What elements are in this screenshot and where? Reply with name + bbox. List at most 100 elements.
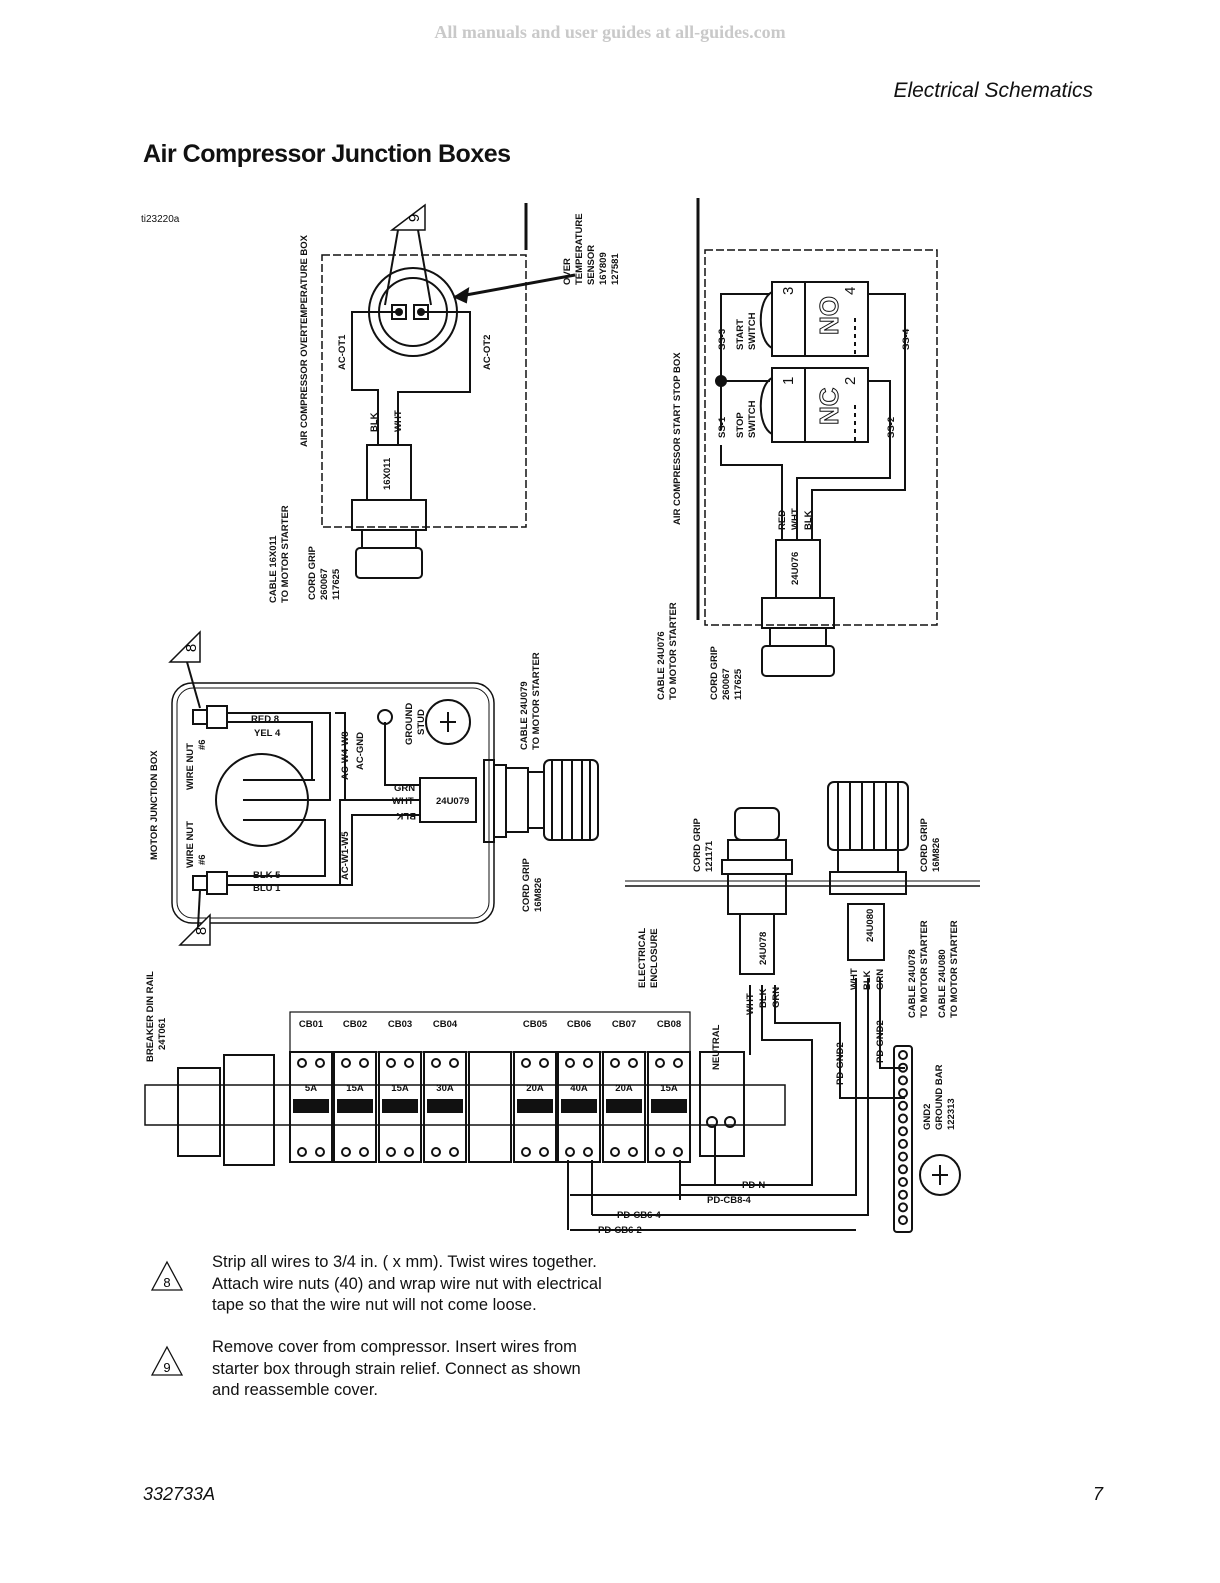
enc-wire-b-wht: WHT — [849, 968, 860, 990]
breaker-body — [557, 1051, 601, 1163]
no-contact-label: NO — [814, 296, 844, 335]
terminal-screw — [404, 1058, 414, 1068]
ss2-label: SS-2 — [886, 417, 897, 438]
switch-num-4: 4 — [842, 287, 859, 295]
terminal-screw — [673, 1058, 683, 1068]
terminal-screw — [297, 1058, 307, 1068]
callout-8-upper: 8 — [183, 644, 200, 652]
din-rail-label-1: 24T061 — [157, 1017, 168, 1050]
cable-16x011-text-0: CABLE 16X011 — [268, 535, 279, 603]
terminal-screw — [431, 1058, 441, 1068]
warning-triangle-icon: 8 — [150, 1260, 184, 1291]
note-8-text: Strip all wires to 3/4 in. ( x mm). Twis… — [212, 1253, 602, 1314]
cable-24u078-text-1: TO MOTOR STARTER — [919, 920, 930, 1018]
switch-num-3: 3 — [780, 287, 797, 295]
breaker-toggle — [561, 1099, 597, 1113]
page-number: 7 — [1092, 1484, 1103, 1504]
cord-grip-top-2: 117625 — [331, 568, 342, 600]
terminal-screw — [565, 1058, 575, 1068]
terminal-screw — [341, 1058, 351, 1068]
ground-bar-hole — [898, 1202, 908, 1213]
cord-grip-motor-1: 16M826 — [533, 878, 544, 912]
terminal-screw — [315, 1147, 325, 1157]
breaker-rating: 15A — [660, 1083, 678, 1094]
terminal-block — [468, 1051, 512, 1163]
cable-24u079-label: 24U079 — [436, 796, 469, 807]
ground-bar-hole — [898, 1151, 908, 1162]
ground-bar-hole — [898, 1126, 908, 1137]
start-stop-box — [696, 198, 938, 677]
figure-id: ti23220a — [141, 214, 180, 225]
ground-stud-1: STUD — [416, 709, 427, 735]
ground-bar-label-2: 122313 — [946, 1098, 957, 1130]
motor-wire-grn: GRN — [394, 783, 415, 794]
wire-red-8: RED 8 — [251, 714, 279, 725]
breaker-rating: 20A — [615, 1083, 633, 1094]
terminal-screw — [359, 1058, 369, 1068]
nc-contact-label: NC — [814, 387, 844, 425]
start-stop-box-title: AIR COMPRESSOR START STOP BOX — [672, 352, 683, 525]
ground-bar-hole — [898, 1088, 908, 1099]
wire-nut-lower-0: WIRE NUT — [185, 821, 196, 868]
pd-gnd2-b-label: PD-GND2 — [875, 1020, 886, 1063]
breaker-body — [513, 1051, 557, 1163]
cord-grip-motor-0: CORD GRIP — [521, 858, 532, 913]
terminal-screw — [655, 1058, 665, 1068]
terminal-screw — [315, 1058, 325, 1068]
terminal-screw — [583, 1147, 593, 1157]
breaker-din-rail — [144, 1011, 961, 1233]
pd-gnd2-a-label: PD-GND2 — [835, 1042, 846, 1085]
din-rail-label-0: BREAKER DIN RAIL — [145, 971, 156, 1062]
watermark: All manuals and user guides at all-guide… — [434, 22, 786, 42]
stop-switch-label-0: STOP — [735, 412, 746, 438]
pd-cb6-4-label: PD-CB6-4 — [617, 1210, 662, 1221]
ss3-label: SS-3 — [717, 329, 728, 350]
breaker-label: CB01 — [299, 1019, 324, 1030]
breaker-rating: 40A — [570, 1083, 588, 1094]
cable-16x011-label: 16X011 — [382, 457, 393, 490]
enclosure — [570, 781, 980, 1231]
sensor-label-3: 16Y809 — [598, 252, 609, 285]
terminal-screw — [297, 1147, 307, 1157]
breaker-rating: 5A — [305, 1083, 317, 1094]
breaker-rating: 30A — [436, 1083, 454, 1094]
blk-wire-label: BLK — [369, 412, 380, 432]
terminal-screw — [449, 1147, 459, 1157]
breaker-body — [289, 1051, 333, 1163]
terminal-screw — [431, 1147, 441, 1157]
breaker-body — [647, 1051, 691, 1163]
ground-bar-hole — [898, 1050, 908, 1060]
enc-wire-a-blk: BLK — [758, 988, 769, 1008]
over-temp-box-title: AIR COMPRESSOR OVERTEMPERATURE BOX — [299, 234, 310, 447]
terminal-screw — [539, 1058, 549, 1068]
cable-24u079-text-1: TO MOTOR STARTER — [531, 652, 542, 750]
ac-w4-w8-label: AC-W4-W8 — [340, 731, 351, 780]
enclosure-label-1: ENCLOSURE — [649, 928, 660, 988]
wire-blu-1: BLU 1 — [253, 883, 281, 894]
breaker-label: CB08 — [657, 1019, 681, 1030]
ground-bar-label-1: GROUND BAR — [934, 1064, 945, 1130]
cord-grip-a-1: 121171 — [704, 840, 715, 872]
ac-ot1-label: AC-OT1 — [337, 334, 348, 370]
over-temp-box — [321, 203, 576, 579]
section-title: Electrical Schematics — [893, 79, 1093, 102]
breaker-label: CB07 — [612, 1019, 636, 1030]
motor-junction-box — [171, 661, 599, 946]
cord-grip-ss-0: CORD GRIP — [709, 646, 720, 701]
cable-24u076-text-1: TO MOTOR STARTER — [668, 602, 679, 700]
ss-wire-red: RED — [777, 510, 788, 530]
cable-24u080-text-0: CABLE 24U080 — [937, 949, 948, 1018]
breaker-body — [378, 1051, 422, 1163]
enc-wire-b-grn: GRN — [875, 969, 886, 990]
breaker-toggle — [517, 1099, 553, 1113]
motor-box-title: MOTOR JUNCTION BOX — [149, 750, 160, 860]
cable-24u078-text-0: CABLE 24U078 — [907, 949, 918, 1018]
start-switch-label-1: SWITCH — [747, 312, 758, 350]
terminal-screw — [565, 1147, 575, 1157]
schematic-diagram: 9 8 8 ti23220a AIR COMPRESSOR OVERTEMPER… — [141, 198, 980, 1236]
cable-24u080-text-1: TO MOTOR STARTER — [949, 920, 960, 1018]
breaker-rating: 20A — [526, 1083, 544, 1094]
sensor-label-1: TEMPERATURE — [574, 213, 585, 285]
cord-grip-top-0: CORD GRIP — [307, 546, 318, 601]
callout-8-lower: 8 — [193, 927, 210, 935]
